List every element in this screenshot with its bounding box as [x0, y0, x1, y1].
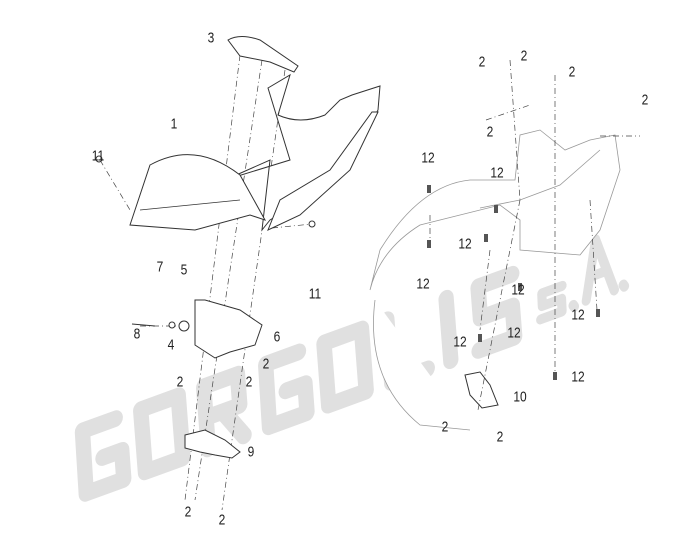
callout-2: 2 [520, 47, 528, 65]
part-3-trim [227, 36, 299, 73]
hardware-left [95, 155, 316, 332]
callout-11: 11 [91, 147, 105, 165]
callout-12: 12 [490, 164, 504, 182]
callout-12: 12 [507, 324, 521, 342]
watermark [74, 234, 630, 502]
callout-2: 2 [441, 418, 449, 436]
callout-12: 12 [571, 306, 585, 324]
callout-11: 11 [308, 285, 322, 303]
callout-12: 12 [421, 149, 435, 167]
callout-3: 3 [207, 29, 215, 47]
callout-2: 2 [245, 373, 253, 391]
callout-12: 12 [458, 235, 472, 253]
callout-2: 2 [496, 428, 504, 446]
callout-2: 2 [478, 53, 486, 71]
callout-2: 2 [262, 355, 270, 373]
callout-2: 2 [218, 511, 226, 529]
part-6-box [194, 299, 263, 359]
clips-right [427, 185, 600, 380]
callout-8: 8 [133, 325, 141, 343]
callout-2: 2 [486, 123, 494, 141]
callout-7: 7 [156, 258, 164, 276]
callout-12: 12 [416, 275, 430, 293]
callout-2: 2 [641, 91, 649, 109]
callout-6: 6 [273, 328, 281, 346]
callout-1: 1 [170, 115, 178, 133]
callout-4: 4 [167, 336, 175, 354]
callout-5: 5 [180, 261, 188, 279]
callout-2: 2 [184, 503, 192, 521]
assembly-right [369, 59, 640, 431]
part-9-cover [184, 429, 241, 459]
part-1-inner-shield [129, 73, 381, 232]
callout-9: 9 [247, 443, 255, 461]
callout-12: 12 [571, 368, 585, 386]
callout-2: 2 [568, 63, 576, 81]
callout-10: 10 [513, 388, 527, 406]
callout-2: 2 [176, 373, 184, 391]
callout-12: 12 [511, 281, 525, 299]
callout-12: 12 [453, 333, 467, 351]
